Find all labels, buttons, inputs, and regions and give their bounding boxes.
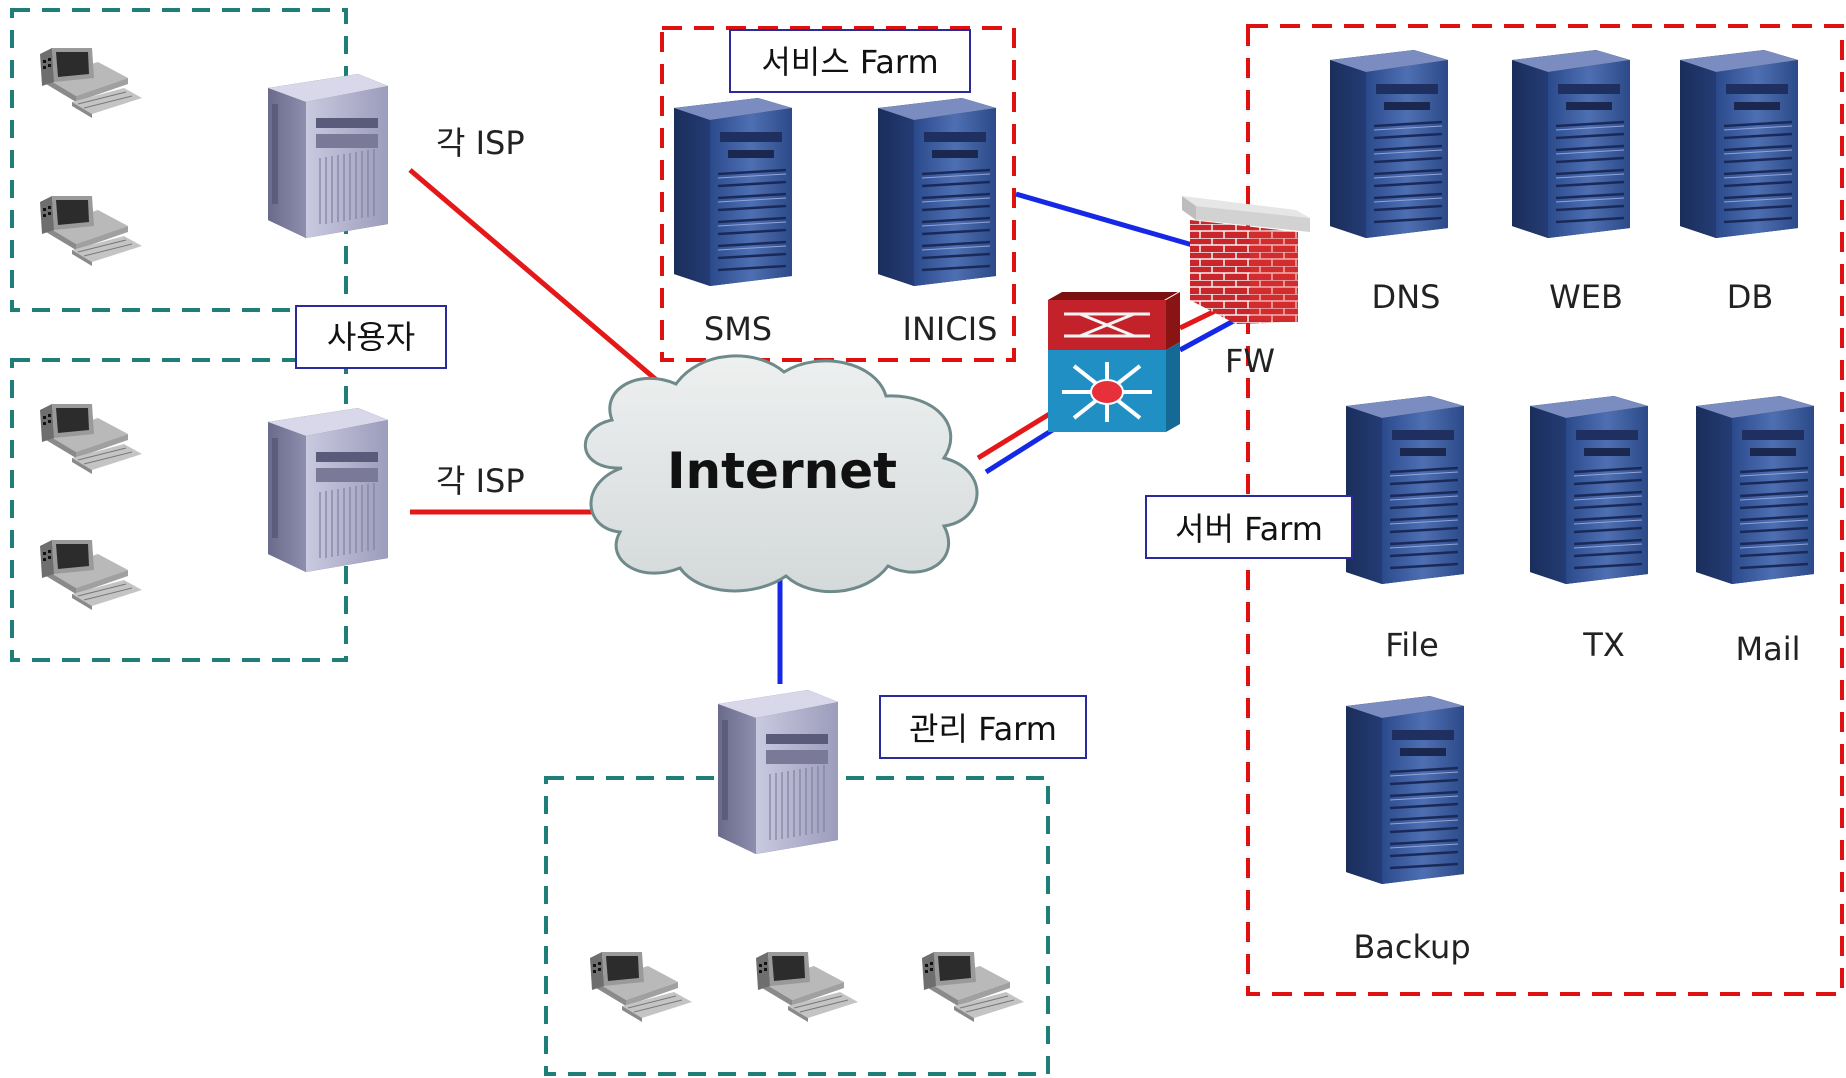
farm-server-label: Mail <box>1736 630 1801 668</box>
svg-text:서비스 Farm: 서비스 Farm <box>761 43 938 81</box>
service-farm-box <box>660 26 1016 362</box>
users-label: 사용자 <box>295 305 447 369</box>
tower-server-icon <box>672 96 794 288</box>
internet-label: Internet <box>667 442 897 500</box>
desktop-pc-icon <box>755 951 859 1023</box>
service-server-label: INICIS <box>903 310 998 348</box>
farm-server-label: DNS <box>1372 278 1441 316</box>
farm-server-label: File <box>1385 626 1439 664</box>
tower-server-icon <box>1344 394 1466 586</box>
tower-server-icon <box>1344 694 1466 886</box>
mgmt-farm-label: 관리 Farm <box>879 695 1087 759</box>
tower-server-icon <box>1694 394 1816 586</box>
fw-label: FW <box>1225 342 1275 380</box>
tower-server-icon <box>1328 48 1450 240</box>
desktop-pc-icon <box>921 951 1025 1023</box>
link-inicis-fw <box>1015 191 1197 249</box>
link-internet-switch-red <box>976 407 1058 461</box>
desktop-pc-icon <box>39 403 143 475</box>
farm-server-label: DB <box>1727 278 1774 316</box>
farm-server-label: Backup <box>1353 928 1470 966</box>
link-isp-top <box>408 168 682 402</box>
svg-text:관리 Farm: 관리 Farm <box>909 710 1057 748</box>
tower-server-icon <box>876 96 998 288</box>
desktop-pc-icon <box>589 951 693 1023</box>
farm-server-label: WEB <box>1549 278 1623 316</box>
layer3-switch-icon <box>1048 292 1180 432</box>
desktop-pc-icon <box>39 539 143 611</box>
farm-server-label: TX <box>1582 626 1624 664</box>
internet-cloud-icon: Internet <box>584 354 979 594</box>
svg-text:사용자: 사용자 <box>327 318 415 356</box>
desktop-pc-icon <box>39 195 143 267</box>
service-farm-label: 서비스 Farm <box>729 29 971 93</box>
tower-server-icon <box>1528 394 1650 586</box>
isp-label-top: 각 ISP <box>436 124 525 162</box>
tower-server-icon <box>1678 48 1800 240</box>
gateway-server-icon <box>717 689 839 855</box>
server-farm-label: 서버 Farm <box>1145 495 1353 559</box>
isp-label-bottom: 각 ISP <box>436 462 525 500</box>
service-server-label: SMS <box>704 310 772 348</box>
svg-text:서버 Farm: 서버 Farm <box>1175 510 1323 548</box>
gateway-server-icon <box>267 407 389 573</box>
tower-server-icon <box>1510 48 1632 240</box>
desktop-pc-icon <box>39 47 143 119</box>
gateway-server-icon <box>267 73 389 239</box>
firewall-brick-icon <box>1182 196 1310 324</box>
